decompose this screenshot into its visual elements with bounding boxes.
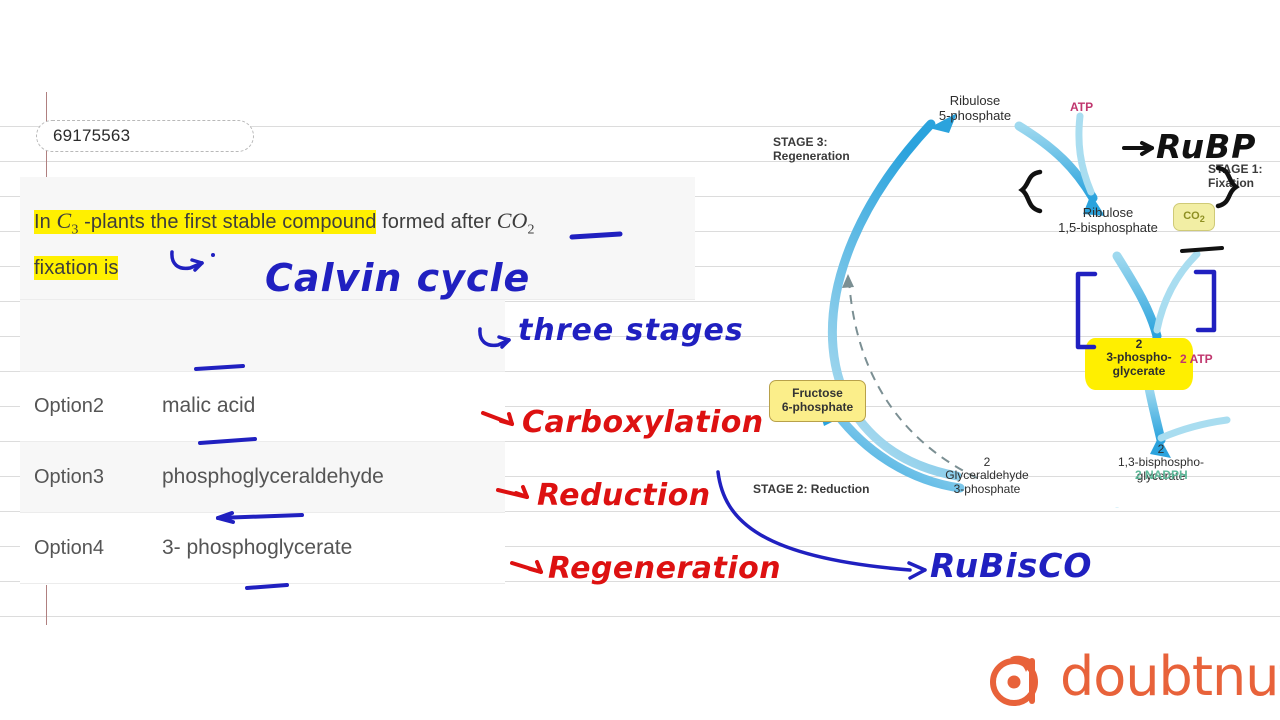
option-value-4: 3- phosphoglycerate xyxy=(162,536,353,559)
co2-chip: CO2 xyxy=(1173,203,1215,231)
rule-line xyxy=(0,616,1280,617)
option-label-3: Option3 xyxy=(34,465,105,488)
option-label-2: Option2 xyxy=(34,394,105,417)
option-row-2[interactable]: Option2 malic acid xyxy=(20,371,505,442)
option-label-4: Option4 xyxy=(34,536,105,559)
pga-highlight xyxy=(1085,338,1193,390)
stage-2-label: STAGE 2: Reduction xyxy=(753,482,870,496)
option-row-4[interactable]: Option4 3- phosphoglycerate xyxy=(20,513,505,584)
energy-atp: ATP xyxy=(1070,100,1094,114)
margin-line xyxy=(46,585,47,625)
stage-3-label: STAGE 3:Regeneration xyxy=(773,135,850,163)
doubtnut-logo: doubtnut xyxy=(988,646,1280,708)
option-value-3: phosphoglyceraldehyde xyxy=(162,465,384,488)
option-value-2: malic acid xyxy=(162,394,256,417)
atp-feeder-arrow xyxy=(1075,112,1095,196)
question-id-pill[interactable]: 69175563 xyxy=(36,120,254,152)
question-line2: fixation is xyxy=(34,256,119,281)
energy-2atp: 2 ATP xyxy=(1180,352,1213,366)
co2-feeder-arrow xyxy=(1153,250,1201,334)
calvin-cycle-arrows xyxy=(818,112,1231,508)
question-line1-post: formed after xyxy=(376,211,497,233)
question-text: In C3 -plants the first stable compound … xyxy=(34,201,695,288)
doubtnut-wordmark: doubtnut xyxy=(1060,645,1280,708)
question-option-table: In C3 -plants the first stable compound … xyxy=(20,177,695,584)
question-co2: CO2 xyxy=(496,208,535,238)
annotation-rubisco: RuBisCO xyxy=(930,546,1093,585)
dashed-arrowhead xyxy=(842,274,854,288)
option-row-3[interactable]: Option3 phosphoglyceraldehyde xyxy=(20,442,505,513)
stage-1-label: STAGE 1:Fixation xyxy=(1208,162,1263,190)
question-line1-mid: -plants the first stable compound xyxy=(78,211,377,233)
question-id-text: 69175563 xyxy=(53,126,131,145)
question-row: In C3 -plants the first stable compound … xyxy=(20,177,695,300)
g3p-to-f6p-arrow xyxy=(832,409,965,493)
underline-option4 xyxy=(245,583,289,590)
question-c3: C3 xyxy=(56,208,79,238)
energy-2nadph: 2 NADPH xyxy=(1135,468,1188,482)
option-row-1-shade xyxy=(20,300,505,372)
regeneration-arrowhead xyxy=(929,113,957,133)
pga-to-bpg-arrow xyxy=(1144,383,1166,445)
question-line1-pre: In xyxy=(34,211,57,233)
2atp-feeder-arrow xyxy=(1157,416,1231,442)
rubp-to-pga-arrow xyxy=(1112,251,1162,341)
dashed-return-arc xyxy=(848,279,978,479)
regeneration-arc xyxy=(827,119,962,481)
doubtnut-logo-icon xyxy=(988,646,1050,708)
